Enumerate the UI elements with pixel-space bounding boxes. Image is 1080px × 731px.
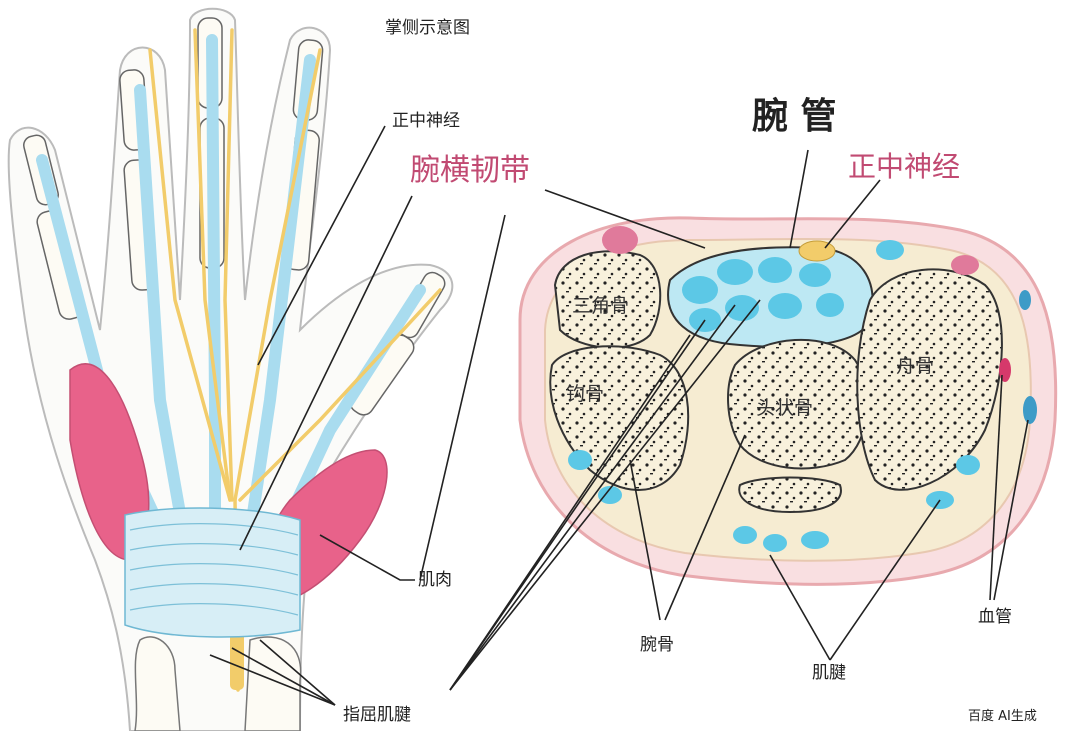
label-blood-vessels: 血管 [978,607,1012,627]
label-transverse-ligament: 腕横韧带 [410,153,530,188]
wrist-cross-section [518,216,1058,586]
right-leader-lines [449,149,1029,691]
vessels-and-tendons [568,226,1037,552]
label-tendons: 肌腱 [812,663,846,683]
watermark: 百度 AI生成 [968,708,1037,724]
label-hamate: 钩骨 [566,383,604,405]
label-muscle: 肌肉 [418,570,452,590]
label-capitate: 头状骨 [756,397,813,419]
label-carpal-tunnel: 腕 管 [752,95,837,137]
label-carpal-bones: 腕骨 [640,635,674,655]
wrist-bones [134,636,302,731]
label-triquetrum: 三角骨 [572,295,629,317]
label-flexor-tendons: 指屈肌腱 [343,705,411,725]
diagram-title: 掌侧示意图 [385,18,470,38]
transverse-ligament-band [124,507,301,638]
median-nerve-section [798,240,836,262]
hand-illustration [7,7,454,731]
capitate-bone [727,338,869,470]
label-scaphoid: 舟骨 [896,355,934,377]
hand-nerves [148,28,442,692]
trapezoid-bone [738,476,842,514]
carpal-bones-group [549,250,1003,514]
labels: 掌侧示意图 正中神经 腕横韧带 肌肉 指屈肌腱 腕 管 正中神经 三角骨 钩骨 … [343,18,1037,725]
label-median-nerve-left: 正中神经 [392,111,460,131]
left-leader-lines [209,125,506,706]
label-median-nerve-right: 正中神经 [848,150,960,183]
carpal-tunnel [667,240,874,348]
